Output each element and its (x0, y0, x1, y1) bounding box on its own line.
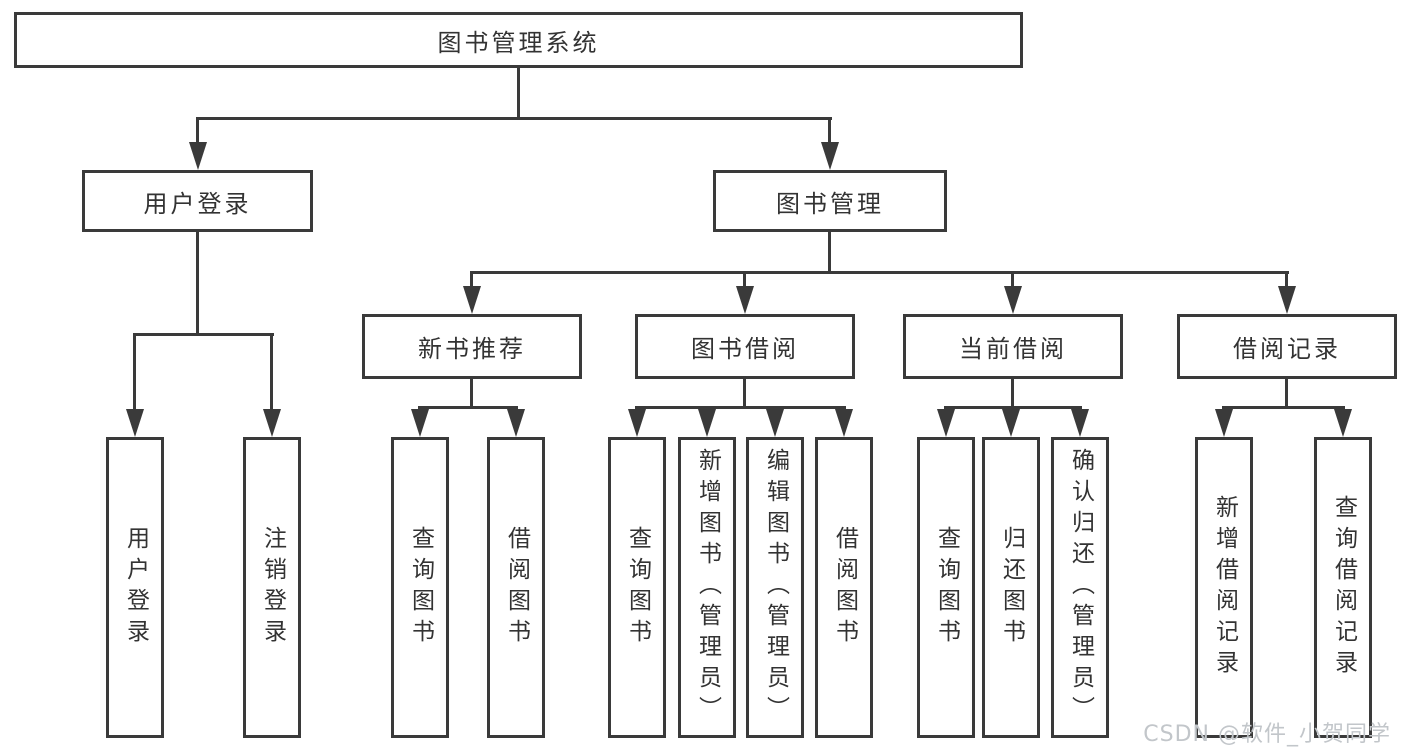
node-root: 图书管理系统 (14, 12, 1023, 68)
leaf-add-borrow-record-label: 新增借阅记录 (1211, 494, 1238, 681)
leaf-return-books: 归还图书 (982, 437, 1040, 738)
connector-line (828, 232, 831, 273)
connector-line (1011, 379, 1014, 408)
connector-line (196, 117, 199, 142)
node-borrowing-records: 借阅记录 (1177, 314, 1397, 379)
leaf-edit-books-admin-label: 编辑图书（管理员） (762, 448, 789, 727)
node-book-borrowing-label: 图书借阅 (691, 335, 799, 363)
node-new-book-recommend-label: 新书推荐 (418, 335, 526, 363)
watermark: CSDN @软件_小贺同学 (1143, 722, 1391, 747)
connector-line (743, 271, 746, 286)
leaf-borrow-books-borrowing-label: 借阅图书 (831, 525, 858, 650)
leaf-query-books-current: 查询图书 (917, 437, 975, 738)
node-current-borrowing-label: 当前借阅 (959, 335, 1067, 363)
arrow-down-icon (126, 409, 144, 437)
arrow-down-icon (507, 409, 525, 437)
leaf-query-books-recommend: 查询图书 (391, 437, 449, 738)
leaf-edit-books-admin: 编辑图书（管理员） (746, 437, 804, 738)
connector-line (1285, 271, 1288, 286)
leaf-query-books-current-label: 查询图书 (933, 525, 960, 650)
arrow-down-icon (1334, 409, 1352, 437)
arrow-down-icon (411, 409, 429, 437)
connector-line (196, 117, 832, 120)
connector-line (470, 271, 473, 286)
arrow-down-icon (628, 409, 646, 437)
connector-line (270, 333, 273, 409)
leaf-logout-label: 注销登录 (259, 525, 286, 650)
leaf-query-borrow-record: 查询借阅记录 (1314, 437, 1372, 738)
leaf-borrow-books-recommend-label: 借阅图书 (503, 525, 530, 650)
arrow-down-icon (189, 142, 207, 170)
leaf-add-books-admin-label: 新增图书（管理员） (694, 448, 721, 727)
node-user-login-label: 用户登录 (143, 189, 252, 218)
leaf-add-borrow-record: 新增借阅记录 (1195, 437, 1253, 738)
connector-line (944, 406, 1082, 409)
connector-line (133, 333, 136, 409)
connector-line (1285, 379, 1288, 408)
connector-line (743, 379, 746, 408)
leaf-confirm-return-admin-label: 确认归还（管理员） (1067, 448, 1094, 727)
leaf-logout: 注销登录 (243, 437, 301, 738)
connector-line (133, 333, 274, 336)
node-book-borrowing: 图书借阅 (635, 314, 855, 379)
leaf-query-books-borrowing-label: 查询图书 (624, 525, 651, 650)
connector-line (196, 232, 199, 335)
leaf-query-borrow-record-label: 查询借阅记录 (1330, 494, 1357, 681)
arrow-down-icon (937, 409, 955, 437)
arrow-down-icon (1002, 409, 1020, 437)
leaf-borrow-books-borrowing: 借阅图书 (815, 437, 873, 738)
arrow-down-icon (1004, 286, 1022, 314)
leaf-borrow-books-recommend: 借阅图书 (487, 437, 545, 738)
connector-line (517, 68, 520, 118)
leaf-add-books-admin: 新增图书（管理员） (678, 437, 736, 738)
leaf-query-books-borrowing: 查询图书 (608, 437, 666, 738)
arrow-down-icon (766, 409, 784, 437)
leaf-return-books-label: 归还图书 (998, 525, 1025, 650)
arrow-down-icon (736, 286, 754, 314)
leaf-query-books-recommend-label: 查询图书 (407, 525, 434, 650)
leaf-user-login-label: 用户登录 (122, 525, 149, 650)
arrow-down-icon (698, 409, 716, 437)
arrow-down-icon (1071, 409, 1089, 437)
arrow-down-icon (263, 409, 281, 437)
arrow-down-icon (1215, 409, 1233, 437)
leaf-confirm-return-admin: 确认归还（管理员） (1051, 437, 1109, 738)
connector-line (1011, 271, 1014, 286)
node-book-management-label: 图书管理 (776, 189, 884, 218)
node-new-book-recommend: 新书推荐 (362, 314, 582, 379)
connector-line (635, 406, 846, 409)
leaf-user-login: 用户登录 (106, 437, 164, 738)
node-borrowing-records-label: 借阅记录 (1233, 335, 1341, 363)
node-root-label: 图书管理系统 (437, 28, 600, 57)
arrow-down-icon (821, 142, 839, 170)
node-book-management: 图书管理 (713, 170, 947, 232)
node-current-borrowing: 当前借阅 (903, 314, 1123, 379)
arrow-down-icon (463, 286, 481, 314)
connector-line (470, 271, 1289, 274)
arrow-down-icon (835, 409, 853, 437)
arrow-down-icon (1278, 286, 1296, 314)
connector-line (418, 406, 518, 409)
connector-line (1222, 406, 1345, 409)
connector-line (828, 117, 831, 142)
connector-line (470, 379, 473, 408)
node-user-login: 用户登录 (82, 170, 313, 232)
